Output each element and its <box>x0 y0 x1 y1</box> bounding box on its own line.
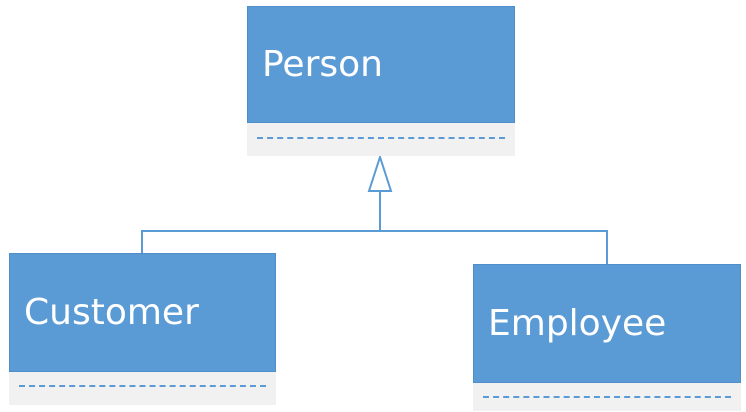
class-employee[interactable]: Employee <box>473 264 741 411</box>
class-person-name: Person <box>262 44 383 85</box>
class-employee-name: Employee <box>488 303 667 344</box>
class-customer[interactable]: Customer <box>9 253 276 405</box>
class-person-header: Person <box>247 6 515 123</box>
connector-customer-to-person <box>141 230 380 253</box>
class-customer-name: Customer <box>24 292 199 333</box>
class-employee-body <box>473 383 741 411</box>
class-person[interactable]: Person <box>247 6 515 156</box>
inheritance-arrowhead <box>367 153 393 192</box>
class-customer-header: Customer <box>9 253 276 372</box>
class-person-separator <box>257 137 505 139</box>
connector-employee-to-person <box>380 230 608 264</box>
class-employee-separator <box>483 396 731 398</box>
class-customer-body <box>9 372 276 405</box>
class-customer-separator <box>19 385 266 387</box>
class-employee-header: Employee <box>473 264 741 383</box>
class-person-body <box>247 123 515 156</box>
